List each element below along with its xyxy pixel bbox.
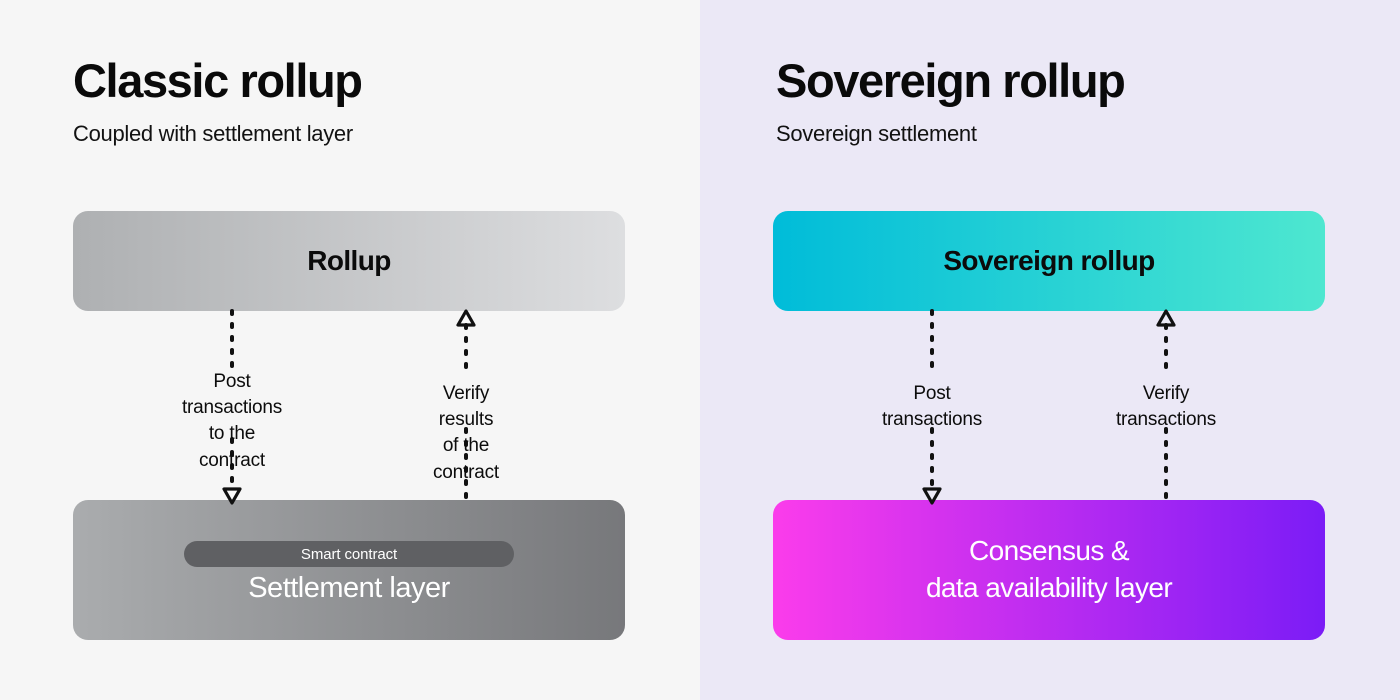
arrow-label-post-transactions-sovereign: Post transactions <box>881 383 983 431</box>
page-subtitle-classic: Coupled with settlement layer <box>73 120 353 146</box>
box-consensus-da-layer-label: Consensus & data availability layer <box>925 535 1173 603</box>
box-settlement-layer: Smart contract Settlement layer <box>73 500 625 640</box>
arrow-down-icon <box>222 309 242 505</box>
arrow-verify-results-classic: Verify results of the contract <box>433 309 499 505</box>
box-consensus-da-layer: Consensus & data availability layer <box>773 500 1325 640</box>
arrow-verify-transactions-sovereign: Verify transactions <box>1116 309 1216 505</box>
page-subtitle-sovereign: Sovereign settlement <box>776 120 977 146</box>
box-sovereign-rollup: Sovereign rollup <box>773 211 1325 311</box>
panel-sovereign-rollup: Sovereign rollup Sovereign settlement So… <box>700 0 1400 700</box>
smart-contract-pill: Smart contract <box>184 541 514 567</box>
arrow-post-transactions-classic: Post transactions to the contract <box>182 309 282 505</box>
sovereign-heading-group: Sovereign rollup Sovereign settlement <box>776 54 1126 147</box>
arrow-label-verify-transactions-sovereign: Verify transactions <box>1115 383 1217 431</box>
arrow-up-icon <box>456 309 476 505</box>
page-title-sovereign: Sovereign rollup <box>776 54 1126 107</box>
arrow-label-post-transactions-classic: Post transactions to the contract <box>181 371 283 471</box>
smart-contract-label: Smart contract <box>300 545 398 563</box>
classic-heading-group: Classic rollup Coupled with settlement l… <box>73 54 363 147</box>
box-sovereign-rollup-label: Sovereign rollup <box>943 244 1155 276</box>
arrow-post-transactions-sovereign: Post transactions <box>882 309 982 505</box>
panel-classic-rollup: Classic rollup Coupled with settlement l… <box>73 54 625 640</box>
arrow-label-verify-results-classic: Verify results of the contract <box>433 383 500 483</box>
box-rollup: Rollup <box>73 211 625 311</box>
arrow-down-icon <box>922 309 942 505</box>
page-title-classic: Classic rollup <box>73 54 363 107</box>
box-rollup-label: Rollup <box>307 244 391 276</box>
box-settlement-layer-label: Settlement layer <box>248 572 450 604</box>
arrow-up-icon <box>1156 309 1176 505</box>
